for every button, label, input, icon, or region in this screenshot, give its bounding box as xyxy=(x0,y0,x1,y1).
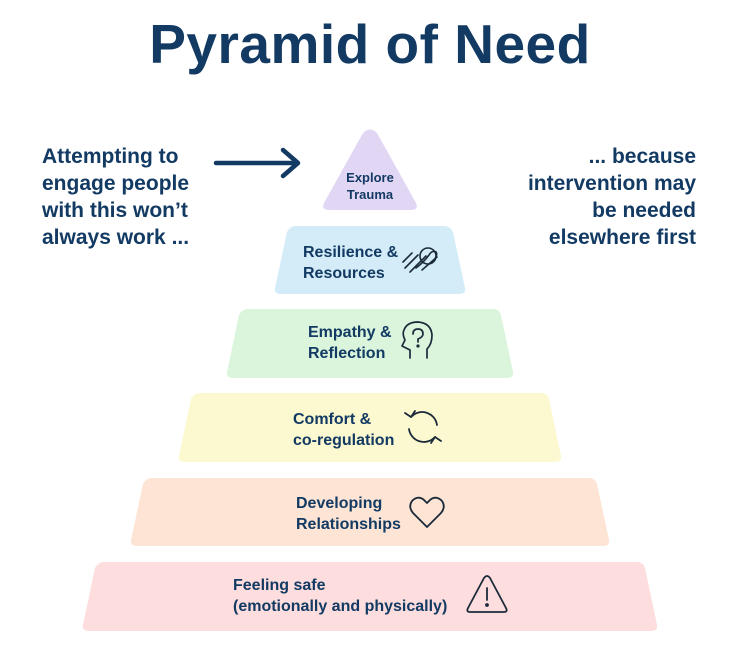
pyramid-level-relationships xyxy=(130,478,610,546)
level-label-explore-trauma: Explore Trauma xyxy=(330,169,410,203)
level-label-line: Trauma xyxy=(346,187,394,202)
left-note-line: with this won’t xyxy=(42,199,188,222)
level-label-line: Reflection xyxy=(308,345,386,362)
pyramid-level-feeling-safe xyxy=(82,562,658,631)
heart-icon xyxy=(409,496,445,528)
warning-triangle-icon xyxy=(466,575,508,613)
level-label-relationships: Developing Relationships xyxy=(296,493,401,535)
level-label-comfort: Comfort & co-regulation xyxy=(293,409,394,451)
right-note-line: be needed xyxy=(592,199,696,222)
left-note-line: always work ... xyxy=(42,226,190,249)
level-label-feeling-safe: Feeling safe (emotionally and physically… xyxy=(233,575,447,617)
level-label-line: Resilience & xyxy=(303,244,399,261)
level-label-line: (emotionally and physically) xyxy=(233,598,448,615)
pyramid-level-resilience xyxy=(274,226,466,294)
right-note: ... because intervention may be needed e… xyxy=(456,143,696,251)
level-label-line: Explore xyxy=(346,170,394,185)
level-label-line: Empathy & xyxy=(308,324,392,341)
level-label-line: co-regulation xyxy=(293,432,395,449)
level-label-line: Resources xyxy=(303,265,385,282)
right-note-line: ... because xyxy=(588,145,696,168)
left-note-line: engage people xyxy=(42,172,190,195)
right-note-line: intervention may xyxy=(527,172,696,195)
pyramid-level-comfort xyxy=(178,393,562,462)
head-question-icon xyxy=(401,321,433,359)
left-note: Attempting to engage people with this wo… xyxy=(42,143,242,251)
right-note-line: elsewhere first xyxy=(548,226,696,249)
level-label-line: Feeling safe xyxy=(233,577,326,594)
refresh-cycle-icon xyxy=(404,410,442,444)
pyramid-level-empathy xyxy=(226,309,514,378)
level-label-line: Comfort & xyxy=(293,411,372,428)
level-label-line: Developing xyxy=(296,495,383,512)
hand-touch-icon xyxy=(402,247,438,273)
arrow-right-icon xyxy=(213,147,301,179)
level-label-line: Relationships xyxy=(296,516,401,533)
pyramid-level-explore-trauma xyxy=(323,129,417,210)
left-note-line: Attempting to xyxy=(42,145,179,168)
level-label-resilience: Resilience & Resources xyxy=(303,242,398,284)
level-label-empathy: Empathy & Reflection xyxy=(308,322,392,364)
page-title: Pyramid of Need xyxy=(149,13,591,75)
